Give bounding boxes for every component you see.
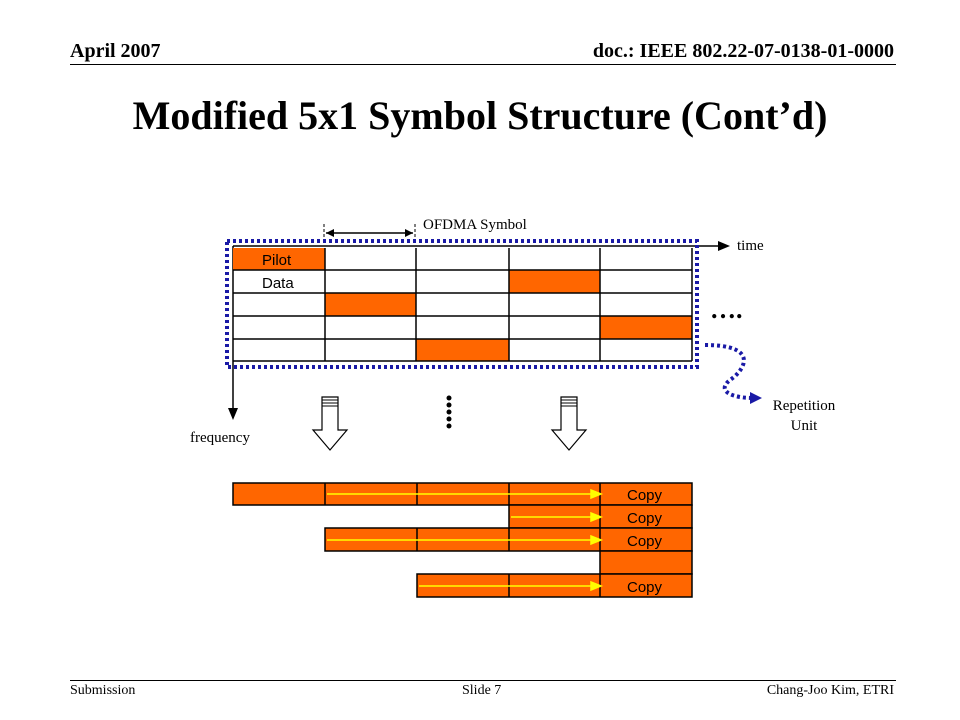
- footer-author: Chang-Joo Kim, ETRI: [766, 683, 894, 698]
- ofdma-symbol-marker: [323, 224, 416, 240]
- time-label: time: [737, 238, 764, 254]
- down-arrow-left: [311, 396, 349, 451]
- pilot-cell: [509, 270, 600, 293]
- copy-label: Copy: [627, 533, 663, 550]
- pilot-legend-label: Pilot: [262, 252, 292, 269]
- vertical-ellipsis: [446, 395, 452, 429]
- pilot-cell: [325, 293, 416, 316]
- pilot-cell: [416, 339, 509, 361]
- symbol-grid: [233, 248, 693, 362]
- repetition-unit-label-line1: Repetition: [773, 398, 836, 414]
- header-doc-id: doc.: IEEE 802.22-07-0138-01-0000: [592, 40, 894, 62]
- repetition-unit-label-line2: Unit: [791, 418, 819, 434]
- data-legend-label: Data: [262, 275, 294, 292]
- down-arrow-right: [550, 396, 588, 451]
- copy-structure: [232, 482, 693, 598]
- footer-slide-number: Slide 7: [462, 683, 502, 698]
- copy-label: Copy: [627, 487, 663, 504]
- footer-rule: [70, 680, 896, 681]
- copy-label: Copy: [627, 510, 663, 527]
- pilot-cell: [233, 248, 325, 270]
- copy-row: [599, 550, 693, 575]
- header-date: April 2007: [70, 40, 161, 62]
- repetition-unit-border: [225, 239, 699, 369]
- copy-label: Copy: [627, 579, 663, 596]
- frequency-axis: [228, 246, 238, 420]
- header-rule: [70, 64, 896, 65]
- footer-submission: Submission: [70, 683, 136, 698]
- repetition-pointer: [704, 343, 762, 404]
- slide-title: Modified 5x1 Symbol Structure (Cont’d): [132, 93, 828, 138]
- frequency-label: frequency: [190, 430, 250, 446]
- time-continuation-ellipsis: ….: [710, 295, 743, 324]
- time-axis: [233, 241, 730, 251]
- pilot-cell: [600, 316, 692, 339]
- ofdma-symbol-label: OFDMA Symbol: [423, 217, 527, 233]
